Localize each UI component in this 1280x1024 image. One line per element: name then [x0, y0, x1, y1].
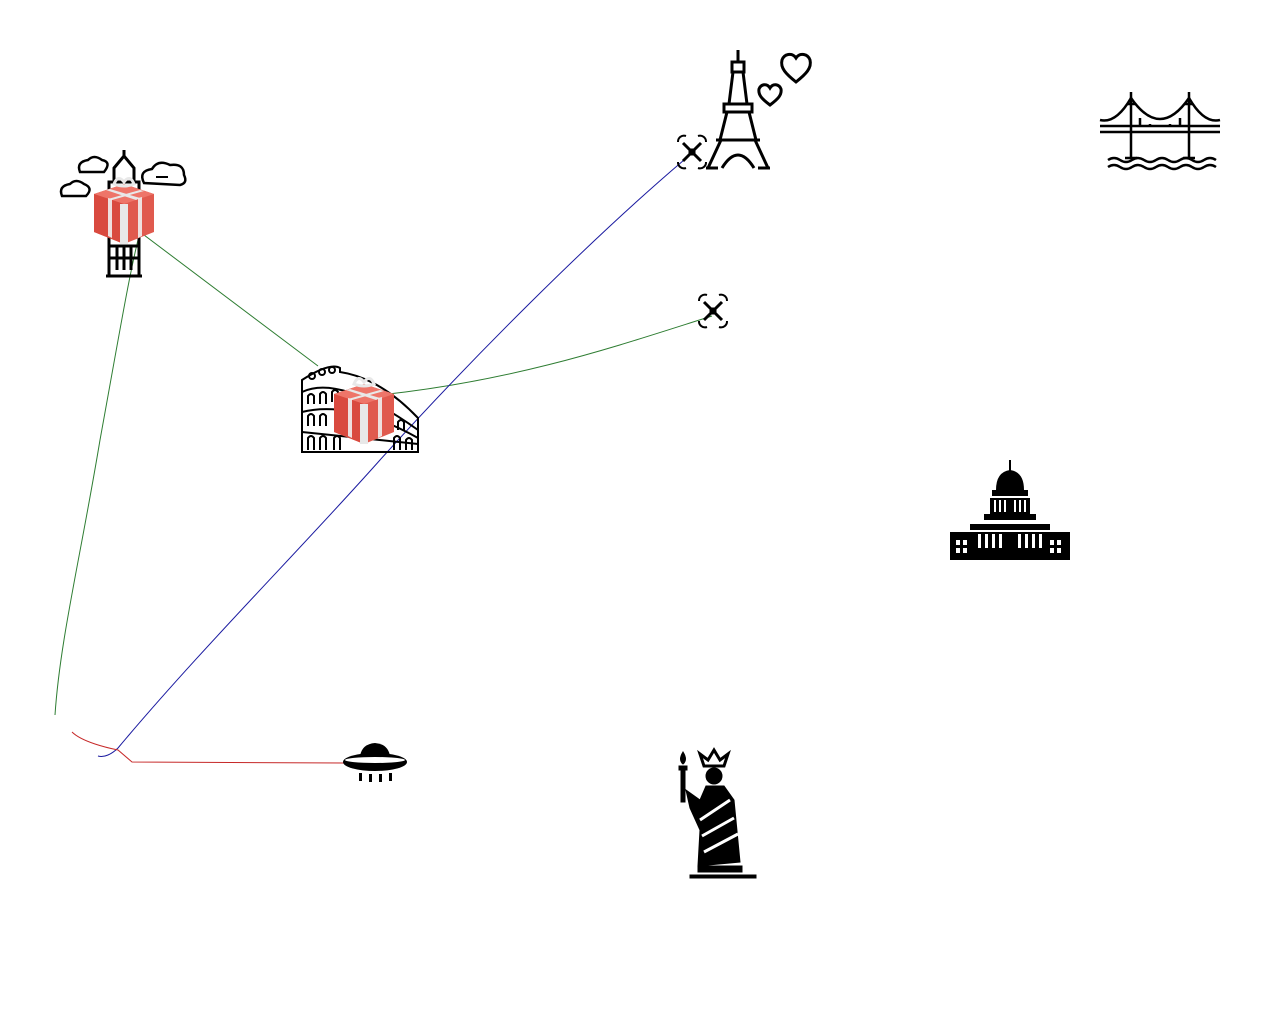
capitol-building-icon	[950, 460, 1070, 560]
green-trail	[54, 231, 713, 716]
drone-icon	[698, 293, 728, 329]
gift-box-icon	[334, 377, 394, 444]
golden-gate-bridge-icon	[1099, 92, 1221, 171]
gift-box-icon	[94, 177, 154, 244]
big-ben-icon	[59, 150, 187, 278]
eiffel-tower-icon	[706, 50, 812, 170]
blue-trail	[97, 159, 685, 757]
trails	[54, 159, 713, 764]
drone-icon	[677, 134, 707, 170]
red-trail	[71, 731, 346, 764]
ufo-icon	[343, 743, 407, 782]
statue-of-liberty-icon	[678, 747, 757, 879]
